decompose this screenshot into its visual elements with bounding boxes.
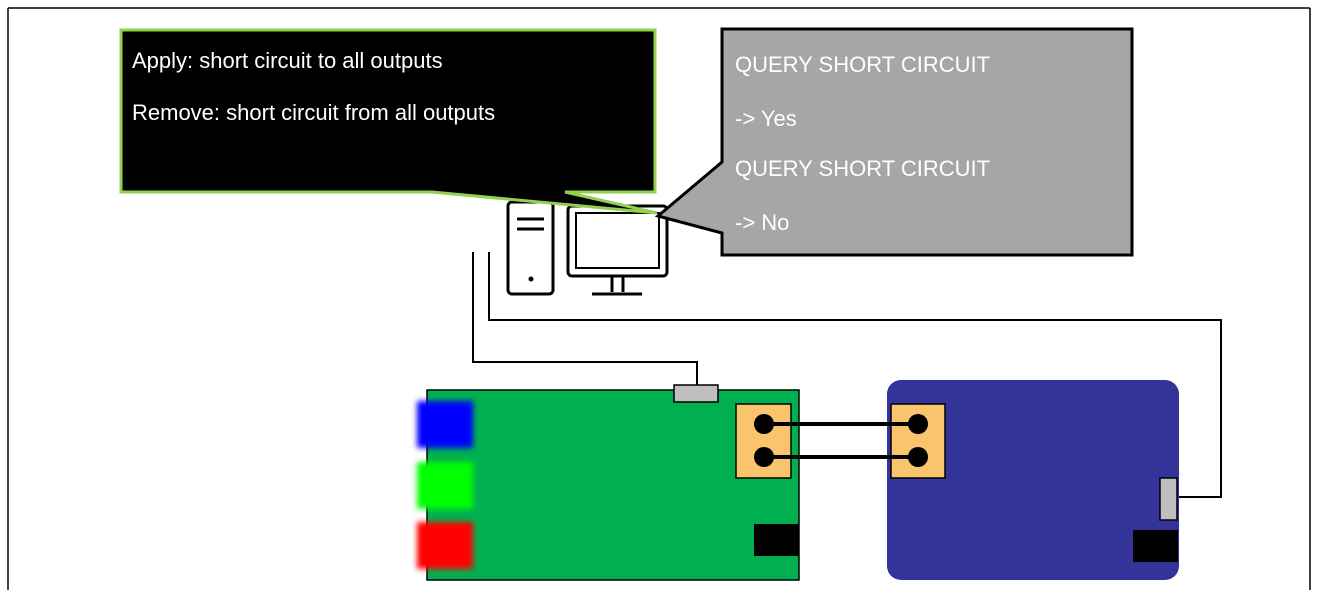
query-1-text: QUERY SHORT CIRCUIT	[735, 52, 991, 77]
tester-board-chip	[1133, 530, 1178, 562]
query-callout-box	[654, 27, 1134, 257]
command-apply-text: Apply: short circuit to all outputs	[132, 48, 443, 73]
command-callout-box	[119, 28, 658, 215]
driver-board-chip	[754, 524, 799, 556]
answer-2-text: -> No	[735, 210, 790, 235]
led-green	[417, 462, 473, 509]
command-remove-text: Remove: short circuit from all outputs	[132, 100, 496, 125]
led-red	[417, 522, 473, 569]
driver-board-connector	[673, 384, 719, 403]
answer-1-text: -> Yes	[735, 106, 797, 131]
pc-tower-icon	[506, 200, 555, 296]
led-blue	[417, 401, 473, 448]
cable-pc-to-driver	[472, 252, 698, 386]
tester-board-connector	[1159, 477, 1178, 521]
tester-board	[887, 380, 1179, 580]
query-2-text: QUERY SHORT CIRCUIT	[735, 156, 991, 181]
cable-pc-to-tester	[488, 252, 1222, 498]
monitor-icon	[566, 204, 669, 296]
